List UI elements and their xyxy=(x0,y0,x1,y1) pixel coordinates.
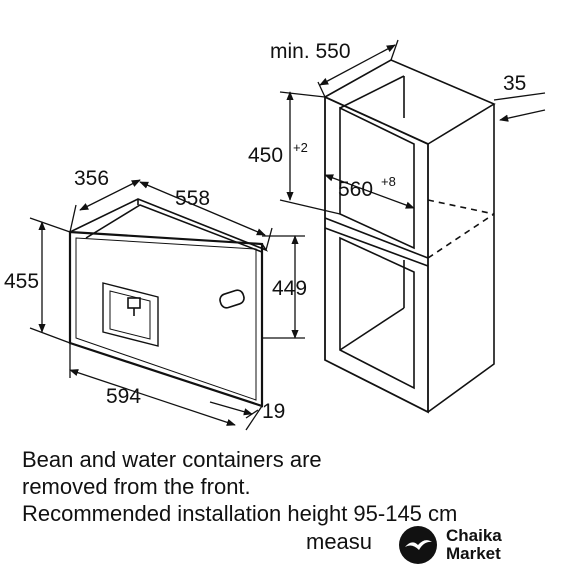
dim-niche-width: 560 xyxy=(338,178,373,201)
dim-panel-depth: 19 xyxy=(262,400,285,423)
dim-appliance-height: 455 xyxy=(4,270,39,293)
logo-line-2: Market xyxy=(446,544,501,563)
dim-cabinet-depth-side: 35 xyxy=(503,72,526,95)
seagull-logo-icon xyxy=(399,526,437,564)
logo-line-1: Chaika xyxy=(446,526,502,545)
note-line-4: measu xyxy=(306,529,373,554)
dim-niche-height: 450 xyxy=(248,144,283,167)
dim-appliance-width: 594 xyxy=(106,385,141,408)
appliance-drawing xyxy=(68,198,269,408)
note-line-2: removed from the front. xyxy=(22,474,251,499)
note-line-1: Bean and water containers are xyxy=(22,447,322,472)
cabinet-drawing xyxy=(324,59,496,414)
dim-appliance-body-width: 558 xyxy=(175,187,210,210)
text-overlay-gap xyxy=(226,534,346,548)
dim-appliance-body-height: 449 xyxy=(272,277,307,300)
dim-cabinet-width: min. 550 xyxy=(270,40,351,63)
installation-notes: Bean and water containers are removed fr… xyxy=(22,446,542,527)
note-line-3: Recommended installation height 95-145 c… xyxy=(22,501,458,526)
dimension-lines xyxy=(29,39,546,431)
installation-diagram: min. 550 35 450 +2 560 +8 356 558 455 44… xyxy=(4,39,546,431)
dim-niche-height-tol: +2 xyxy=(293,140,308,155)
dim-appliance-depth: 356 xyxy=(74,167,109,190)
chaika-market-logo: Chaika Market xyxy=(398,522,558,568)
logo-text: Chaika Market xyxy=(446,527,502,563)
dim-niche-width-tol: +8 xyxy=(381,174,396,189)
